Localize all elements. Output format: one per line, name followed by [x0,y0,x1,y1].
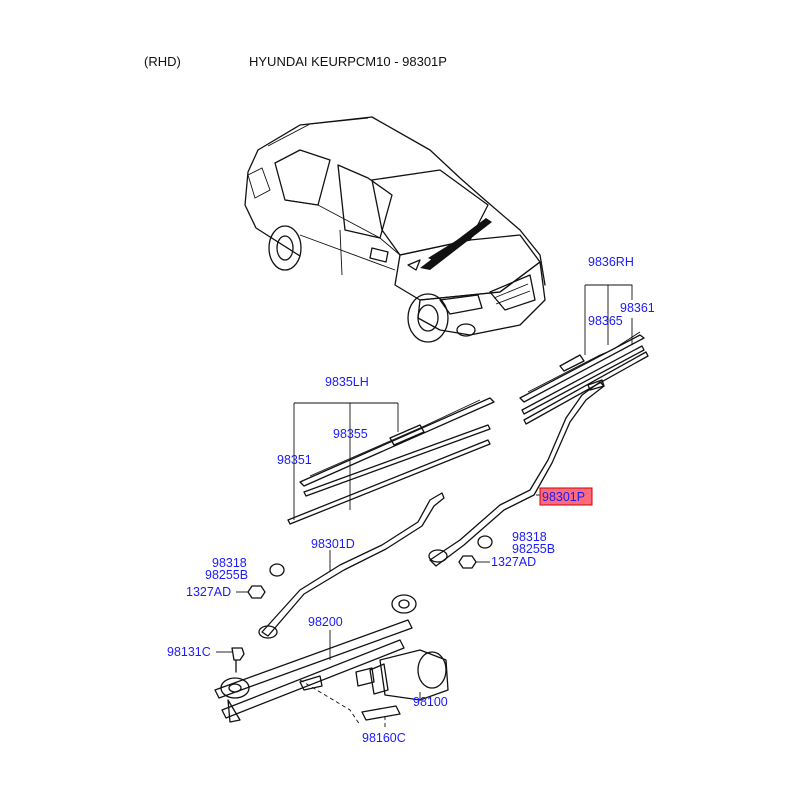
car-illustration [244,116,546,343]
label-refill-rh-b: 98365 [588,314,623,328]
linkage [214,594,417,726]
label-cap-lh-b: 98255B [205,568,248,582]
blade-rh-group [519,284,649,425]
label-linkage: 98200 [308,615,343,629]
label-blade-lh: 9835LH [325,375,369,389]
label-motor: 98100 [413,695,448,709]
wiper-motor [355,649,449,701]
label-bracket: 98160C [362,731,406,745]
label-refill-lh-a: 98355 [333,427,368,441]
label-refill-rh-a: 98361 [620,301,655,315]
label-bolt: 98131C [167,645,211,659]
variant-label: (RHD) [144,54,181,69]
label-cap-rh-b: 98255B [512,542,555,556]
label-nut-lh: 1327AD [186,585,231,599]
label-cap-rh-a: 98318 [512,530,547,544]
cap-nut-rh [458,535,493,569]
arm-rh [428,379,605,567]
label-nut-rh: 1327AD [491,555,536,569]
label-arm-rh[interactable]: 98301P [542,490,585,504]
blade-lh-group [287,397,495,525]
highlight-box [539,487,593,506]
label-cap-lh-a: 98318 [212,556,247,570]
bolt [216,647,245,673]
label-refill-lh-b: 98351 [277,453,312,467]
diagram-title: HYUNDAI KEURPCM10 - 98301P [249,54,447,69]
bracket [361,705,401,730]
label-arm-lh: 98301D [311,537,355,551]
label-blade-rh: 9836RH [588,255,634,269]
arm-lh [258,492,445,639]
cap-nut-lh [236,563,285,599]
